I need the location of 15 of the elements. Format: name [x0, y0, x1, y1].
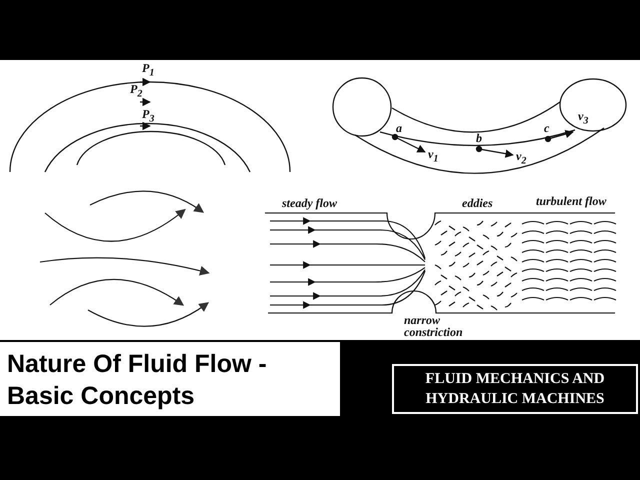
pressure-label: P$_{2}$	[130, 83, 142, 100]
point-label: b	[476, 132, 482, 144]
velocity-label: v$_{2}$	[516, 150, 526, 166]
point-label: a	[396, 122, 402, 134]
title-text: Nature Of Fluid Flow - Basic Concepts	[0, 342, 340, 416]
velocity-label: v$_{3}$	[578, 110, 588, 126]
flow-label: steady flow	[282, 197, 337, 209]
velocity-label: v$_{1}$	[428, 148, 438, 164]
flow-label: narrow constriction	[404, 314, 464, 338]
pressure-label: P$_{1}$	[142, 62, 154, 78]
flow-label: eddies	[462, 197, 493, 209]
caption-text: FLUID MECHANICS AND HYDRAULIC MACHINES	[392, 364, 638, 414]
pressure-label: P$_{3}$	[142, 108, 154, 124]
flow-label: turbulent flow	[536, 195, 606, 207]
point-label: c	[544, 122, 550, 134]
